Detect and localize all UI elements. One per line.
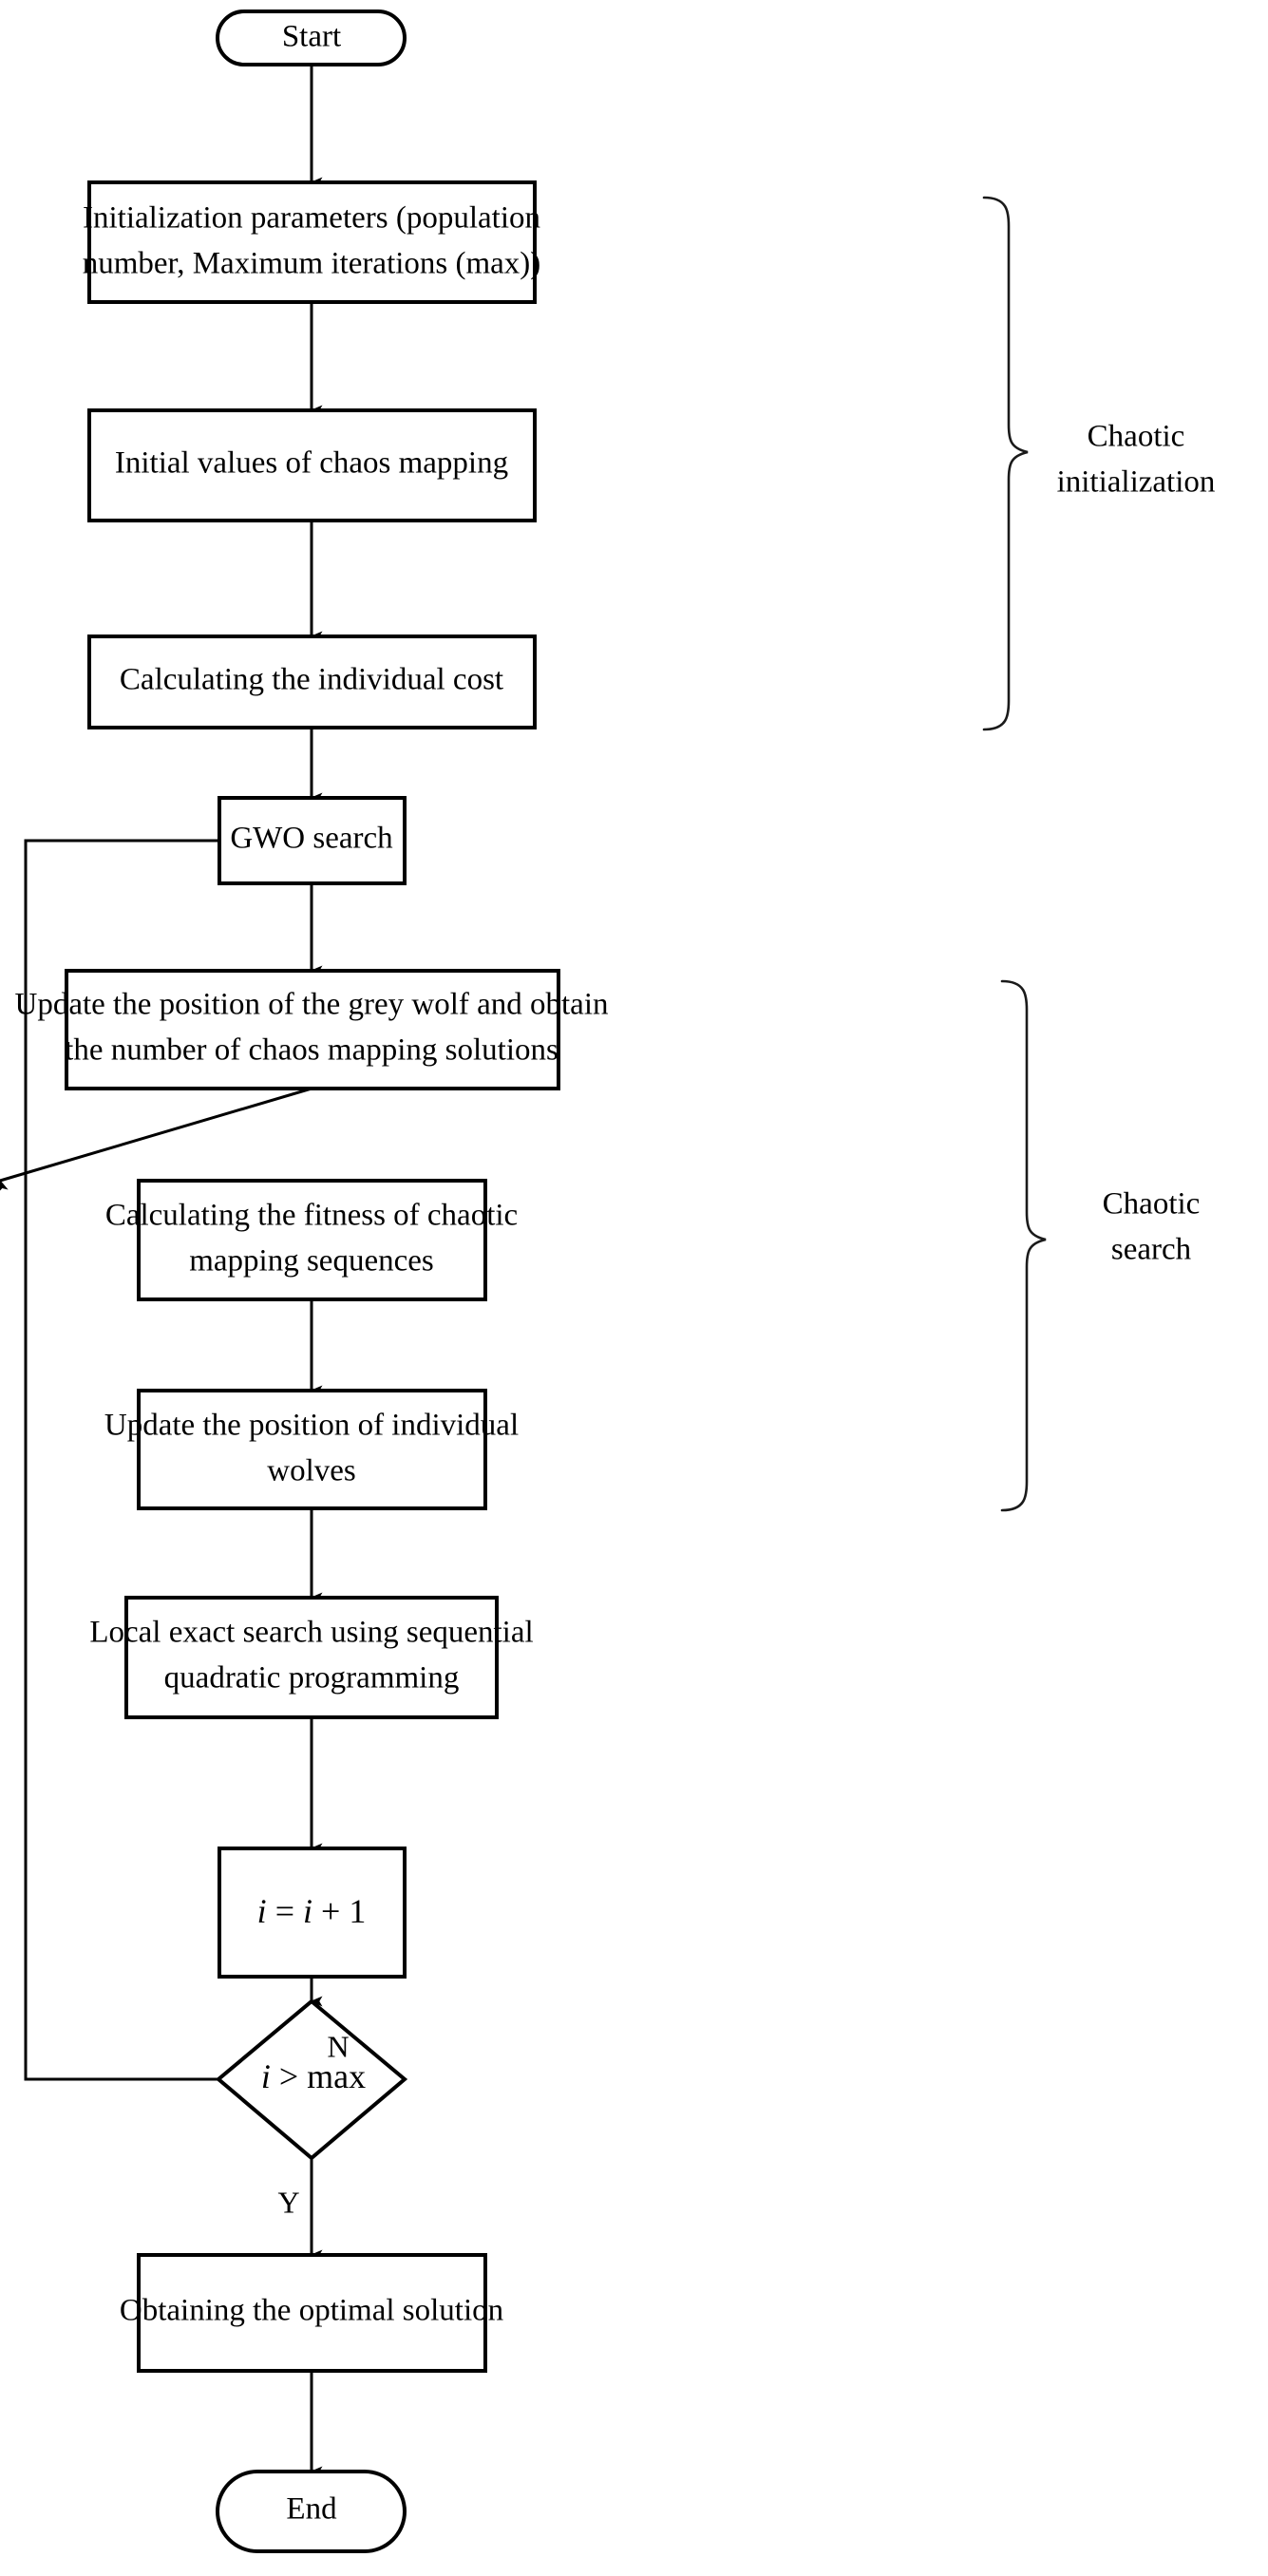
node-calc-cost[interactable]: Calculating the individual cost [87, 635, 537, 729]
node-start-label: Start [282, 20, 341, 54]
node-start[interactable]: Start [216, 9, 407, 66]
node-init-chaos-label: Initial values of chaos mapping [115, 446, 508, 481]
node-update-grey-wolf-line1: Update the position of the grey wolf and… [14, 988, 608, 1022]
node-update-grey-wolf-line2: the number of chaos mapping solutions [65, 1033, 558, 1068]
node-decision[interactable]: i > max [215, 1998, 408, 2161]
decision-op: > max [271, 2057, 366, 2095]
node-calc-cost-label: Calculating the individual cost [120, 663, 503, 697]
brace-chaotic-initialization [982, 196, 1029, 731]
brace-chaotic-search [1000, 979, 1047, 1512]
increment-eq: = [267, 1892, 303, 1930]
node-update-grey-wolf[interactable]: Update the position of the grey wolf and… [14, 969, 609, 1090]
node-local-search-line1: Local exact search using sequential [89, 1616, 533, 1650]
increment-var-i2: i [303, 1892, 312, 1930]
group-label-chaotic-initialization-line1: Chaotic [1088, 420, 1185, 454]
node-optimal-solution[interactable]: Obtaining the optimal solution [120, 2253, 503, 2373]
node-calc-fitness[interactable]: Calculating the fitness of chaotic mappi… [105, 1179, 518, 1301]
node-calc-fitness-line1: Calculating the fitness of chaotic [105, 1199, 518, 1233]
group-label-chaotic-search-line2: search [1111, 1233, 1192, 1267]
node-init-params[interactable]: Initialization parameters (population nu… [83, 180, 541, 304]
edge-loopback-no [24, 835, 400, 2081]
edge-label-yes: Y [277, 2185, 299, 2219]
group-label-chaotic-search-line1: Chaotic [1103, 1187, 1201, 1222]
node-init-params-line2: number, Maximum iterations (max)) [83, 247, 541, 281]
decision-var-i: i [261, 2057, 271, 2095]
node-init-chaos[interactable]: Initial values of chaos mapping [87, 408, 537, 522]
node-increment[interactable]: i = i + 1 [218, 1847, 407, 1979]
increment-plus: + 1 [312, 1892, 366, 1930]
node-end-label: End [286, 2492, 337, 2527]
group-label-chaotic-initialization-line2: initialization [1057, 465, 1216, 500]
node-end[interactable]: End [216, 2470, 407, 2553]
node-update-wolves-line1: Update the position of individual [104, 1409, 519, 1443]
increment-var-i: i [257, 1892, 267, 1930]
node-update-wolves[interactable]: Update the position of individual wolves [104, 1389, 519, 1510]
connectors [0, 65, 400, 2477]
node-decision-label: i > max [261, 2057, 366, 2095]
node-optimal-solution-label: Obtaining the optimal solution [120, 2294, 503, 2328]
edge-label-no: N [327, 2029, 349, 2063]
node-update-wolves-line2: wolves [267, 1454, 356, 1488]
node-local-search-line2: quadratic programming [164, 1661, 460, 1695]
node-gwo-search[interactable]: GWO search [218, 796, 407, 885]
node-local-search[interactable]: Local exact search using sequential quad… [89, 1596, 534, 1719]
node-calc-fitness-line2: mapping sequences [189, 1244, 434, 1279]
node-gwo-search-label: GWO search [230, 822, 393, 856]
node-init-params-line1: Initialization parameters (population [83, 201, 540, 236]
node-increment-label: i = i + 1 [257, 1892, 367, 1930]
edge-update-to-fitness [0, 1087, 312, 1193]
